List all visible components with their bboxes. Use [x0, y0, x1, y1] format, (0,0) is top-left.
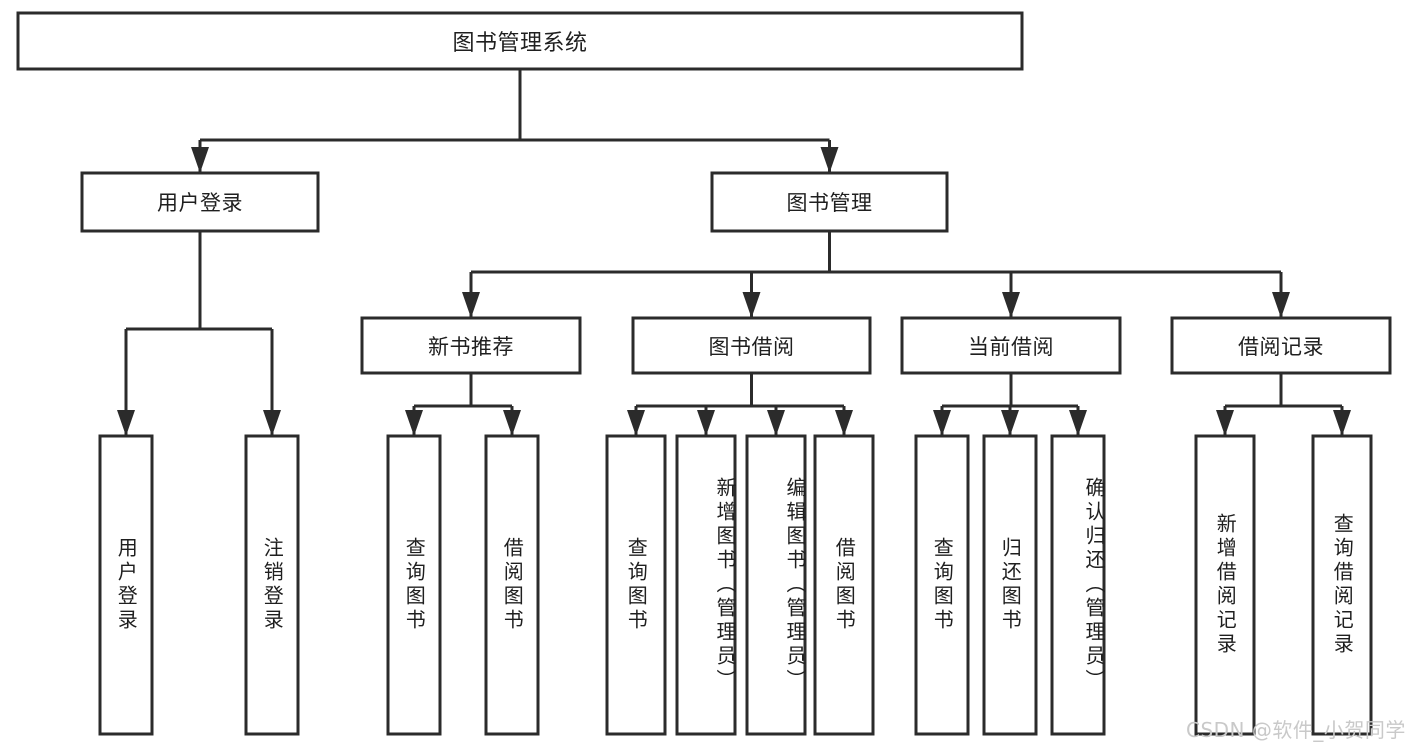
arrow-head-icon	[627, 410, 645, 436]
node-box-leaf-borrow-book[interactable]	[813, 434, 875, 736]
arrow-head-icon	[767, 410, 785, 436]
node-box-leaf-edit-book-admin[interactable]	[745, 434, 807, 736]
boxes-layer	[16, 11, 1392, 736]
node-box-root[interactable]	[16, 11, 1024, 71]
node-box-current-borrow[interactable]	[900, 316, 1122, 375]
node-box-book-borrow[interactable]	[631, 316, 872, 375]
arrow-head-icon	[1001, 410, 1019, 436]
node-box-leaf-add-book-admin[interactable]	[675, 434, 737, 736]
node-box-new-book-recommend[interactable]	[360, 316, 582, 375]
node-box-leaf-query-book-rec[interactable]	[386, 434, 442, 736]
node-box-borrow-record[interactable]	[1170, 316, 1392, 375]
node-box-book-manage[interactable]	[710, 171, 949, 233]
arrow-head-icon	[503, 410, 521, 436]
node-box-leaf-query-borrow-record[interactable]	[1311, 434, 1373, 736]
node-box-leaf-confirm-return-admin[interactable]	[1050, 434, 1106, 736]
arrow-head-icon	[742, 292, 761, 318]
node-box-leaf-query-book-cur[interactable]	[914, 434, 970, 736]
arrow-head-icon	[697, 410, 715, 436]
arrow-head-icon	[933, 410, 951, 436]
node-box-leaf-query-book-borrow[interactable]	[605, 434, 667, 736]
node-box-leaf-logout[interactable]	[244, 434, 300, 736]
arrow-head-icon	[1069, 410, 1087, 436]
node-box-user-login[interactable]	[80, 171, 320, 233]
arrow-head-icon	[1333, 410, 1351, 436]
arrow-head-icon	[1216, 410, 1234, 436]
arrow-head-icon	[820, 147, 839, 173]
arrow-head-icon	[462, 292, 480, 318]
arrow-head-icon	[405, 410, 423, 436]
node-box-leaf-return-book[interactable]	[982, 434, 1038, 736]
node-box-leaf-borrow-book-rec[interactable]	[484, 434, 540, 736]
node-box-leaf-add-borrow-record[interactable]	[1194, 434, 1256, 736]
arrow-head-icon	[835, 410, 853, 436]
arrow-head-icon	[191, 147, 209, 173]
arrow-head-icon	[117, 410, 135, 436]
connectors-layer	[117, 69, 1351, 436]
arrow-head-icon	[1002, 292, 1020, 318]
arrow-head-icon	[1272, 292, 1290, 318]
node-box-leaf-user-login[interactable]	[98, 434, 154, 736]
arrow-head-icon	[263, 410, 281, 436]
